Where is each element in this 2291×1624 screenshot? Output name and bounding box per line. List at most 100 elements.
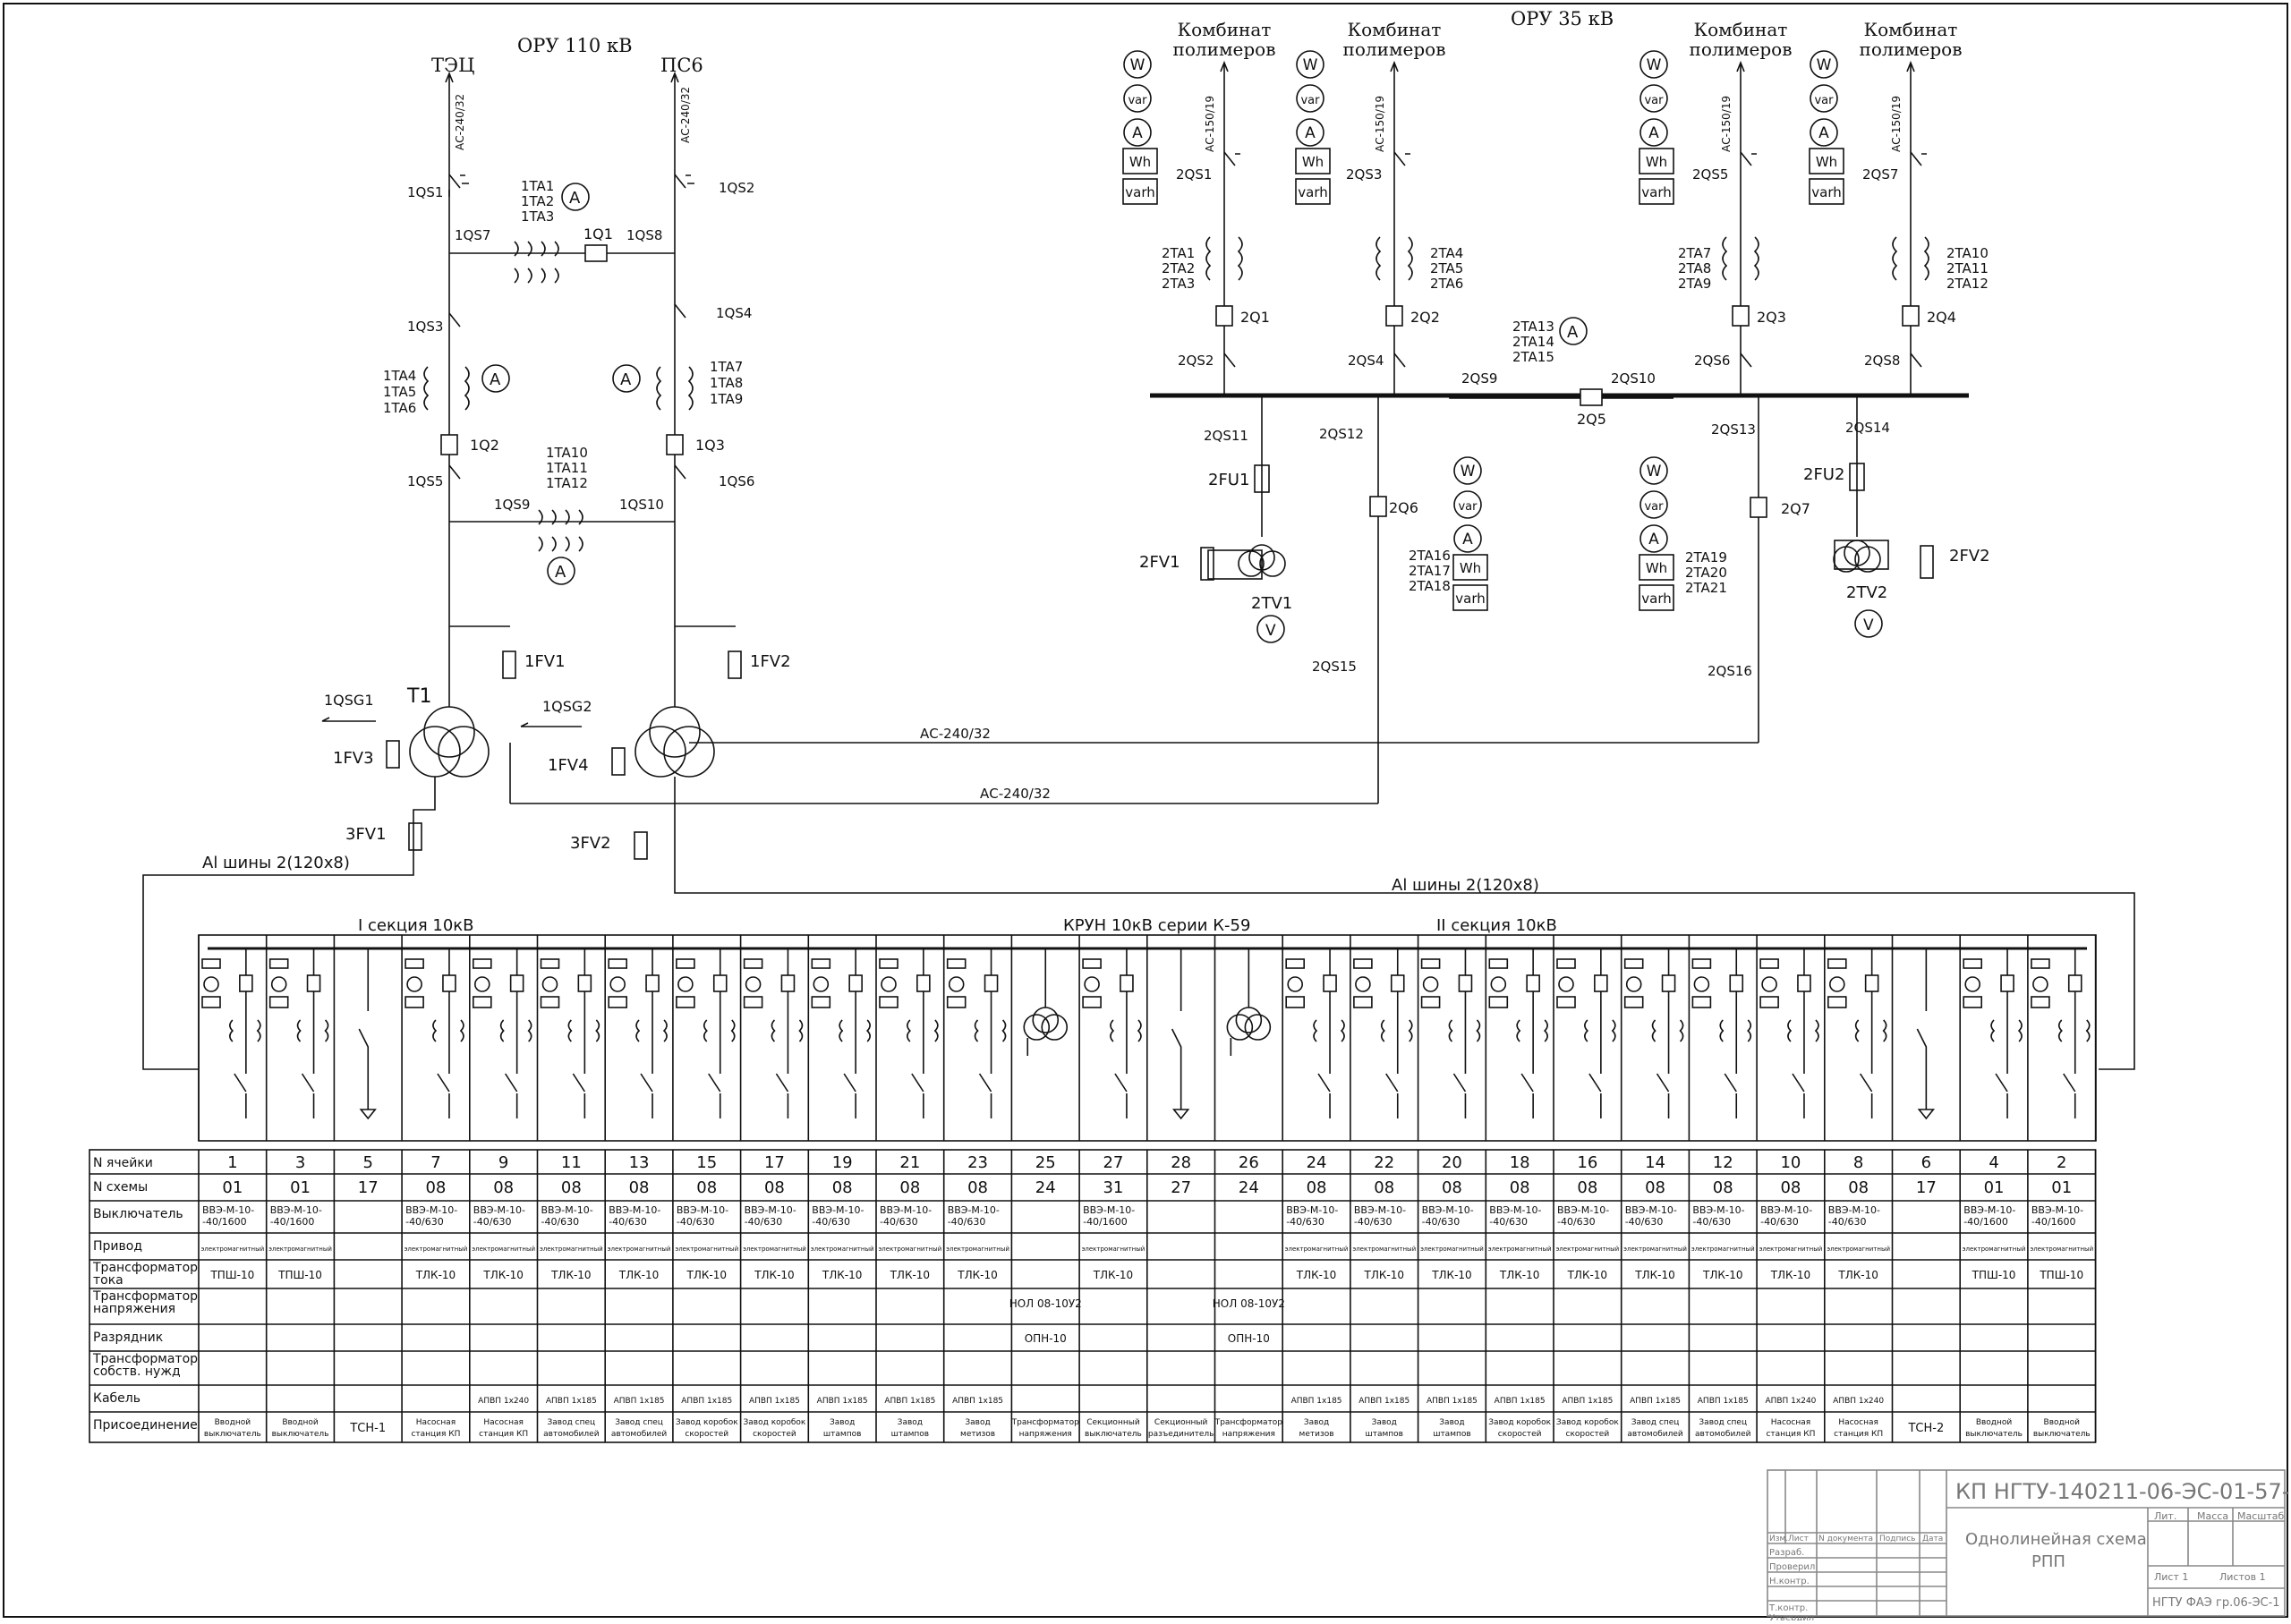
stamp-sheet: Лист 1 xyxy=(2154,1571,2188,1583)
row-label-6: Разрядник xyxy=(93,1331,163,1345)
line-2q6-meter-var-icon xyxy=(1453,490,1482,519)
label-2fu1: 2FU1 xyxy=(1208,471,1249,489)
cell-number-4: 4 xyxy=(1989,1153,1998,1172)
feeder-3-meter-A-label: A xyxy=(1648,124,1659,142)
feeder-2-meter-Wh-label: Wh xyxy=(1302,154,1324,170)
ct-14: ТЛК-10 xyxy=(1634,1269,1674,1281)
label-1ta8: 1TA8 xyxy=(710,375,743,391)
stamp-mass: Масса xyxy=(2197,1510,2228,1522)
cell-number-12: 12 xyxy=(1713,1153,1733,1172)
conn-28-0: Секционный xyxy=(1154,1418,1208,1427)
label-1qs4: 1QS4 xyxy=(716,305,752,321)
kru-cell-28 xyxy=(1146,935,1190,1141)
row-label-2: Выключатель xyxy=(93,1207,183,1221)
label-1qs6: 1QS6 xyxy=(719,473,754,489)
drive-22: электромагнитный xyxy=(1352,1246,1416,1253)
ct-21: ТЛК-10 xyxy=(890,1269,930,1281)
label-1qs10: 1QS10 xyxy=(619,497,664,513)
table-row-label-3: Привод xyxy=(93,1239,142,1254)
row-label-9: Присоединение xyxy=(93,1418,198,1433)
scheme-number-4: 01 xyxy=(1984,1178,2005,1197)
conn-25-1: напряжения xyxy=(1019,1430,1072,1439)
cell-number-26: 26 xyxy=(1239,1153,1259,1172)
cable-16: АПВП 1х185 xyxy=(1562,1397,1613,1406)
feeder-3-meter-Wh-box xyxy=(1639,148,1674,174)
switch-1qs1 xyxy=(448,174,469,197)
feeder-3-meter-A-icon xyxy=(1639,118,1668,147)
line-2q6-meter-Wh-box xyxy=(1452,554,1488,581)
label-2ta16: 2TA16 xyxy=(1409,548,1451,564)
table-row-label-1: N схемы xyxy=(93,1180,148,1195)
ct-12: ТЛК-10 xyxy=(1702,1269,1742,1281)
cell-number-1: 1 xyxy=(227,1153,237,1172)
scheme-number-23: 08 xyxy=(967,1178,988,1197)
breaker-2-0: ВВЭ-М-10- xyxy=(2031,1204,2083,1216)
label-2ta19: 2TA19 xyxy=(1685,549,1727,565)
feeder-35kv-4: КомбинатполимеровАС-150/192QS72TA102TA11… xyxy=(1809,19,1989,395)
feeder-2-name: Комбинат xyxy=(1348,19,1442,40)
line-2q6-meter-A-icon xyxy=(1453,524,1482,553)
label-1ta4: 1TA4 xyxy=(383,368,416,384)
label-2qs12: 2QS12 xyxy=(1319,426,1364,442)
scheme-number-20: 08 xyxy=(1442,1178,1462,1197)
arrester-26: ОПН-10 xyxy=(1228,1332,1270,1345)
cable-10: АПВП 1х240 xyxy=(1765,1397,1816,1406)
conn-28-1: разъединитель xyxy=(1148,1430,1214,1439)
conn-14-0: Завод спец xyxy=(1631,1418,1680,1427)
line-2q6-meter-var-label: var xyxy=(1458,500,1478,514)
feeder-4-meter-W-label: W xyxy=(1817,56,1832,74)
breaker-18-1: -40/630 xyxy=(1489,1216,1528,1228)
conn-17-0: Завод коробок xyxy=(744,1418,806,1427)
cell-number-8: 8 xyxy=(1853,1153,1863,1172)
label-2ta12: 2TA12 xyxy=(1946,276,1989,292)
conn-20-1: штампов xyxy=(1433,1430,1470,1439)
ammeter-1-icon xyxy=(561,183,590,211)
row-label-7-a: Трансформатор xyxy=(92,1352,198,1366)
breaker-12-1: -40/630 xyxy=(1692,1216,1731,1228)
label-2ta17: 2TA17 xyxy=(1409,563,1451,579)
ct-18: ТЛК-10 xyxy=(1499,1269,1539,1281)
scheme-number-3: 01 xyxy=(290,1178,311,1197)
table-col-14: 1408ВВЭ-М-10--40/630электромагнитныйТЛК-… xyxy=(1623,1150,1691,1442)
conn-1-0: Вводной xyxy=(215,1418,251,1427)
table-row-label-8: Кабель xyxy=(93,1391,141,1406)
label-1ta11: 1TA11 xyxy=(546,460,588,476)
row-label-8: Кабель xyxy=(93,1391,141,1406)
feeder-4-meter-A-icon xyxy=(1810,118,1838,147)
line-2q6-meter-varh-label: varh xyxy=(1455,591,1485,607)
label-1fv4: 1FV4 xyxy=(548,756,589,775)
conn-23-1: метизов xyxy=(960,1430,995,1439)
feeder-1-name2: полимеров xyxy=(1173,38,1276,60)
stamp-hdr-date: Дата xyxy=(1922,1535,1943,1543)
drive-8: электромагнитный xyxy=(1827,1246,1890,1253)
scheme-number-15: 08 xyxy=(696,1178,717,1197)
feeder-arrow-right xyxy=(670,71,679,132)
cell-number-15: 15 xyxy=(696,1153,717,1172)
feeder-4-cable: АС-150/19 xyxy=(1890,96,1903,152)
breaker-17-0: ВВЭ-М-10- xyxy=(745,1204,796,1216)
scheme-number-17: 08 xyxy=(764,1178,785,1197)
label-1qs9: 1QS9 xyxy=(494,497,530,513)
breaker-23-1: -40/630 xyxy=(948,1216,986,1228)
conn-1-1: выключатель xyxy=(204,1430,261,1439)
kru-cell-15 xyxy=(672,935,736,1141)
breaker-1-1: -40/1600 xyxy=(202,1216,247,1228)
label-2qs10: 2QS10 xyxy=(1611,370,1656,387)
label-1qs1: 1QS1 xyxy=(407,184,443,200)
feeder-35kv-3: КомбинатполимеровАС-150/192QS52TA72TA82T… xyxy=(1639,19,1792,395)
scheme-number-10: 08 xyxy=(1780,1178,1801,1197)
feeder-1-name: Комбинат xyxy=(1178,19,1272,40)
breaker-27-0: ВВЭ-М-10- xyxy=(1083,1204,1135,1216)
scheme-number-19: 08 xyxy=(832,1178,853,1197)
feeder-2-cable: АС-150/19 xyxy=(1374,96,1386,152)
kru-cell-17 xyxy=(739,935,804,1141)
feeder-2-meter-A-icon xyxy=(1296,118,1324,147)
label-2ta9: 2TA9 xyxy=(1678,276,1711,292)
stamp-hdr-list: Лист xyxy=(1788,1535,1809,1543)
breaker-15-0: ВВЭ-М-10- xyxy=(677,1204,728,1216)
cable-11: АПВП 1х185 xyxy=(546,1397,597,1406)
oru-35-section: ОРУ 35 кВ КомбинатполимеровАС-150/192QS1… xyxy=(1122,8,1990,803)
breaker-3-0: ВВЭ-М-10- xyxy=(270,1204,322,1216)
breaker-13-0: ВВЭ-М-10- xyxy=(609,1204,660,1216)
feeder-1-meter-W-label: W xyxy=(1130,56,1146,74)
